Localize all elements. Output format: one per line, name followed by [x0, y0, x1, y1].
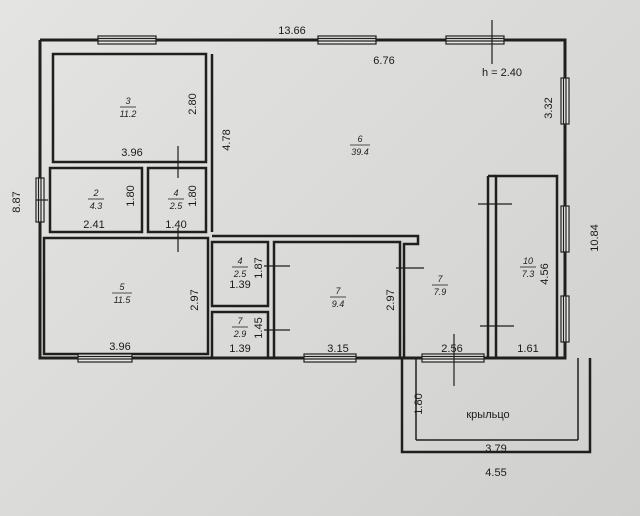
- interior-walls: [42, 52, 559, 360]
- room-area: 4.3: [90, 201, 103, 211]
- dim-r1-width: 3.96: [121, 147, 142, 159]
- room-label: 5 11.5: [112, 282, 132, 305]
- room-label: 4 2.5: [232, 256, 248, 279]
- room-label: 7 2.9: [232, 316, 248, 339]
- dim-top-total: 13.66: [278, 25, 306, 37]
- room-area: 2.5: [233, 269, 248, 279]
- dim-r2-width: 2.41: [83, 219, 104, 231]
- room-area: 7.3: [522, 269, 535, 279]
- window-bottom-2: [303, 353, 357, 363]
- dimension-labels: 13.66 6.76 h = 2.40 8.87 10.84 3.32 4.78…: [11, 25, 601, 479]
- room-number: 4: [237, 256, 242, 266]
- porch-outline: [400, 358, 592, 454]
- porch-label: крыльцо: [466, 409, 509, 421]
- room-label: 6 39.4: [350, 134, 370, 157]
- dim-r6-height: 1.45: [253, 317, 265, 338]
- door-marks: [36, 20, 514, 386]
- room-number: 7: [237, 316, 243, 326]
- dim-r1-height: 2.80: [187, 93, 199, 114]
- dim-r8-width: 2.56: [441, 343, 462, 355]
- room-area: 2.9: [233, 329, 247, 339]
- dim-right-upper: 3.32: [543, 97, 555, 118]
- window-bottom-1: [77, 353, 133, 363]
- dim-r5-width: 3.96: [109, 341, 130, 353]
- dim-r7-height: 2.97: [385, 289, 397, 310]
- room-number: 6: [357, 134, 362, 144]
- room-number: 5: [119, 282, 125, 292]
- dim-r2-height: 1.80: [125, 185, 137, 206]
- dim-left-total: 8.87: [11, 191, 23, 212]
- dim-r7-width: 3.15: [327, 343, 348, 355]
- dim-r9-width: 1.61: [517, 343, 538, 355]
- room-area: 11.2: [120, 109, 137, 119]
- dim-r9-height: 4.56: [539, 263, 551, 284]
- dim-r4-height: 1.87: [253, 257, 265, 278]
- room-area: 2.5: [169, 201, 184, 211]
- room-label: 3 11.2: [120, 96, 137, 119]
- dim-r3-height: 1.80: [187, 185, 199, 206]
- room-number: 10: [523, 256, 533, 266]
- window-right-2: [560, 205, 570, 253]
- room-number: 4: [173, 188, 178, 198]
- dim-r6-width: 1.39: [229, 343, 250, 355]
- room-area: 9.4: [332, 299, 345, 309]
- dim-top-inner: 6.76: [373, 55, 394, 67]
- dim-porch-inner: 3.79: [485, 443, 506, 455]
- dim-r4-width: 1.39: [229, 279, 250, 291]
- outer-walls: [38, 38, 567, 360]
- room-label: 7 7.9: [432, 274, 448, 297]
- room-area: 39.4: [351, 147, 369, 157]
- room-area: 11.5: [114, 295, 132, 305]
- window-right-3: [560, 295, 570, 343]
- room-label: 7 9.4: [330, 286, 346, 309]
- window-bottom-3: [421, 353, 485, 363]
- dim-living-width: 4.78: [221, 129, 233, 150]
- room-number: 2: [92, 188, 98, 198]
- window-top-right: [445, 35, 505, 45]
- dim-porch-depth: 1.80: [413, 393, 425, 414]
- room-number: 7: [437, 274, 443, 284]
- room-number: 7: [335, 286, 341, 296]
- room-label: 2 4.3: [88, 188, 104, 211]
- room-label: 10 7.3: [520, 256, 536, 279]
- dim-r3-width: 1.40: [165, 219, 186, 231]
- window-right-1: [560, 77, 570, 125]
- dim-r5-height: 2.97: [189, 289, 201, 310]
- dim-right-total: 10.84: [589, 224, 601, 252]
- height-note: h = 2.40: [482, 67, 522, 79]
- dim-porch-outer: 4.55: [485, 467, 506, 479]
- window-top-mid: [317, 35, 377, 45]
- window-top-left: [97, 35, 157, 45]
- room-area: 7.9: [434, 287, 447, 297]
- room-number: 3: [125, 96, 130, 106]
- room-label: 4 2.5: [168, 188, 184, 211]
- room-labels: 3 11.2 6 39.4 2 4.3 4 2.5 4 2.5 5 11.5: [88, 96, 536, 339]
